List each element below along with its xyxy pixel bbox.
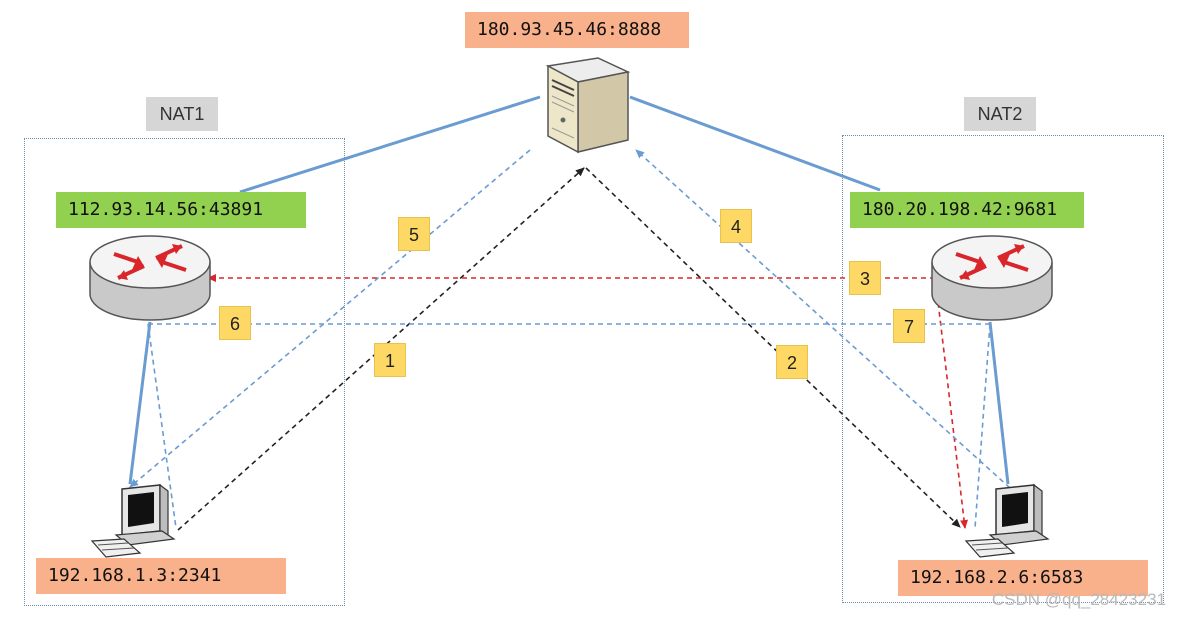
link-nat1-host bbox=[128, 321, 152, 485]
step-badge-2: 2 bbox=[776, 345, 808, 379]
host1-computer-icon bbox=[90, 483, 176, 558]
drop-line-host2 bbox=[974, 323, 991, 529]
nat2-router-icon bbox=[931, 235, 1053, 321]
step-badge-3: 3 bbox=[849, 261, 881, 295]
nat1-router-icon bbox=[89, 235, 211, 321]
arrow-step-3-branch bbox=[935, 284, 969, 529]
link-server-nat2 bbox=[629, 95, 881, 192]
nat1-label: NAT1 bbox=[146, 97, 218, 131]
arrow-step-2 bbox=[585, 167, 961, 528]
nat2-boundary bbox=[842, 135, 1164, 603]
host2-address: 192.168.2.6:6583 bbox=[898, 560, 1148, 596]
watermark: CSDN @qq_28423231 bbox=[991, 590, 1166, 609]
arrow-step-4 bbox=[635, 149, 1011, 489]
nat1-boundary bbox=[24, 138, 345, 606]
drop-line-host1 bbox=[147, 323, 177, 529]
nat1-public-address: 112.93.14.56:43891 bbox=[56, 192, 306, 228]
step-badge-6: 6 bbox=[219, 306, 251, 340]
host1-address: 192.168.1.3:2341 bbox=[36, 558, 286, 594]
step-badge-5: 5 bbox=[398, 217, 430, 251]
server-address: 180.93.45.46:8888 bbox=[465, 12, 689, 48]
server-icon bbox=[545, 57, 631, 154]
step-badge-1: 1 bbox=[374, 343, 406, 377]
nat2-public-address: 180.20.198.42:9681 bbox=[850, 192, 1084, 228]
arrow-step-5 bbox=[129, 149, 531, 488]
nat2-label: NAT2 bbox=[964, 97, 1036, 131]
host2-computer-icon bbox=[964, 483, 1050, 558]
step-badge-7: 7 bbox=[893, 309, 925, 343]
link-nat2-host bbox=[988, 321, 1010, 485]
link-server-nat1 bbox=[239, 95, 541, 194]
step-badge-4: 4 bbox=[720, 209, 752, 243]
